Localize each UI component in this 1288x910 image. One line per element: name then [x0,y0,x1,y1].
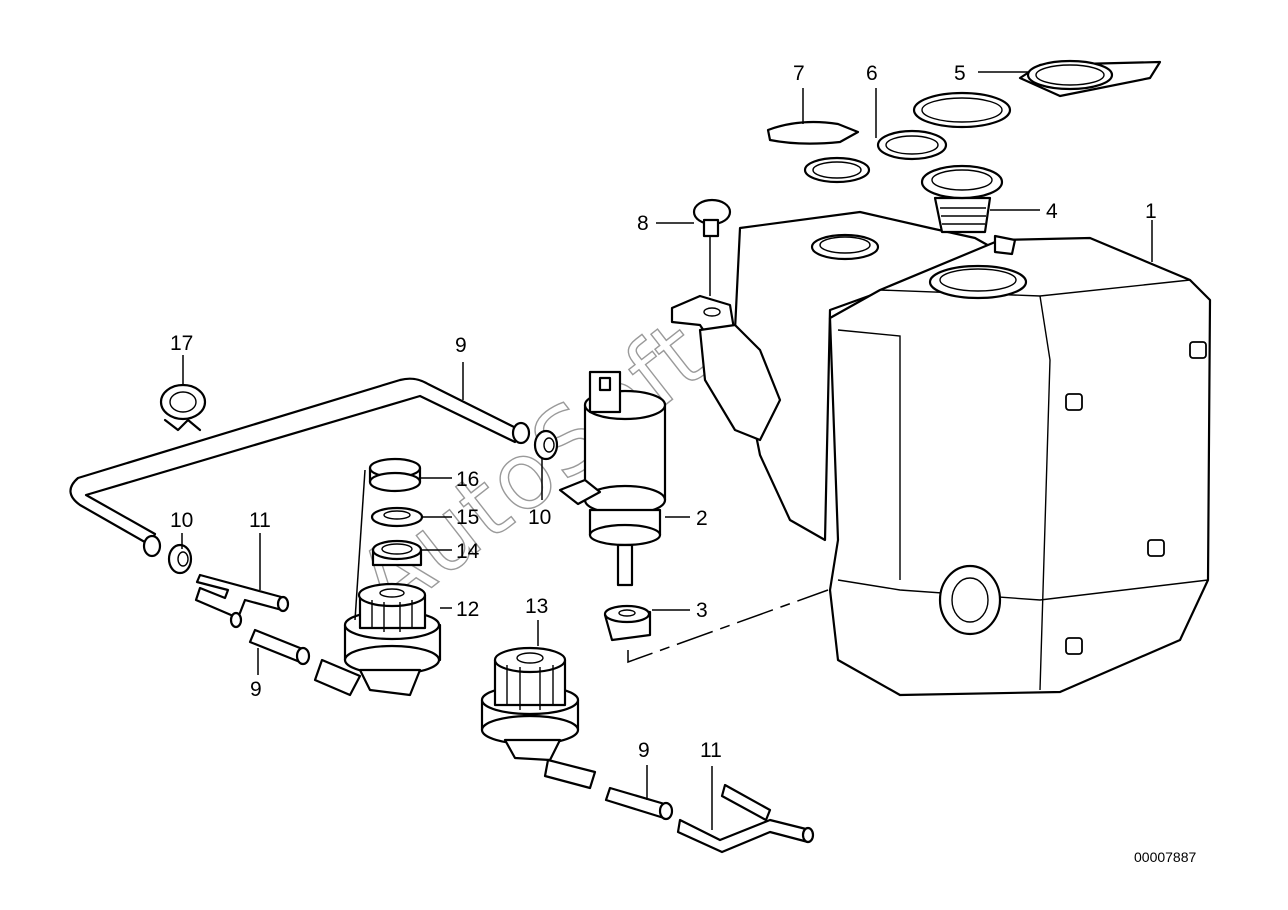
callout-7: 7 [793,62,805,85]
plug-part [692,198,732,238]
pump-housing-part-12 [313,582,442,697]
strainer-part [920,164,1004,234]
cap-part [766,120,860,145]
seal-ring-part [371,539,423,567]
callout-14: 14 [456,540,480,563]
hose-short-part-a [248,628,311,666]
callout-10-right: 10 [528,506,551,529]
callout-10-left: 10 [170,509,193,532]
diagram-reference-number: 00007887 [1134,849,1197,865]
callout-12: 12 [456,598,479,621]
callout-4: 4 [1046,200,1058,223]
callout-15: 15 [456,506,479,529]
valve-disc-part [370,506,424,528]
small-seal-part [803,129,948,184]
hose-short-part-b [604,786,674,821]
cap-disc-part [368,457,422,493]
washer-pump-part [558,370,667,587]
pump-housing-part-13 [480,646,597,790]
callout-9-left: 9 [250,678,262,701]
callout-17: 17 [170,332,193,355]
leader-lines [181,71,1153,830]
callout-2: 2 [696,507,708,530]
callout-11-lower: 11 [700,739,722,762]
callout-6: 6 [866,62,878,85]
connector-part-a [194,573,290,629]
callout-1: 1 [1145,200,1157,223]
washer-reservoir-part [670,210,1212,697]
hose-clamp-part-a [167,543,193,575]
callout-11-left: 11 [249,509,271,532]
hose-long-part [69,377,531,558]
spring-clamp-part [159,383,207,432]
callout-labels: 1 2 3 4 5 6 7 8 9 9 9 10 10 11 11 12 13 … [170,62,1157,762]
callout-3: 3 [696,599,708,622]
grommet-part [603,604,652,642]
callout-5: 5 [954,62,966,85]
callout-16: 16 [456,468,479,491]
callout-9-lower: 9 [638,739,650,762]
callout-13: 13 [525,595,548,618]
callout-8: 8 [637,212,649,235]
connector-part-b [676,783,815,854]
cap-seal-part [912,59,1162,129]
hose-clamp-part-b [533,429,559,461]
callout-9-upper: 9 [455,334,467,357]
